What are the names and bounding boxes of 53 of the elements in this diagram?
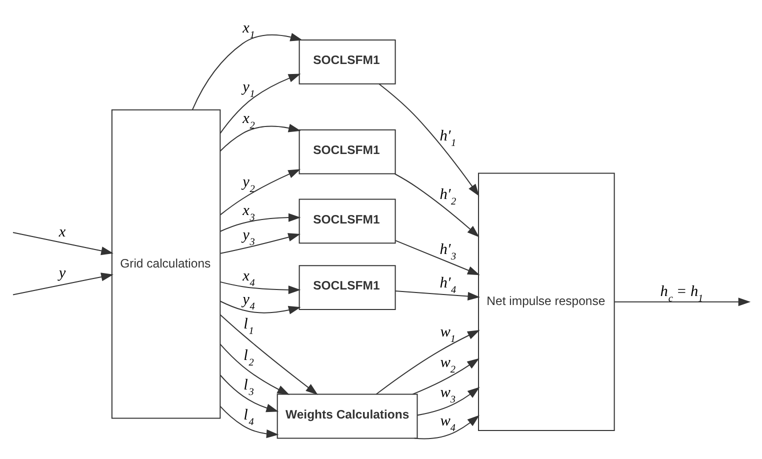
arrow — [614, 297, 751, 306]
edge-label: h′$_{2}$ — [440, 185, 456, 207]
edge-label: l$_{1}$ — [244, 314, 254, 336]
edge-label: l$_{3}$ — [244, 376, 254, 398]
edge-label: x$_{2}$ — [242, 110, 255, 132]
node-box: Net impulse response — [478, 172, 615, 431]
arrow — [417, 386, 480, 416]
node-box: Weights Calculations — [276, 393, 418, 438]
edge-label: w$_{1}$ — [440, 323, 456, 345]
node-box: SOCLSFM1 — [298, 128, 396, 174]
arrow — [376, 329, 480, 394]
arrow — [12, 231, 114, 255]
edge-label: l$_{4}$ — [244, 406, 254, 428]
arrow — [220, 405, 279, 438]
edge-label: h′$_{4}$ — [440, 274, 456, 296]
edge-label: h$_{c}$ = h$_{1}$ — [660, 282, 704, 304]
arrow — [220, 212, 301, 232]
edge-label: h′$_{3}$ — [440, 240, 456, 262]
edge-label: x$_{4}$ — [242, 266, 255, 288]
edge-label: y$_{2}$ — [242, 173, 255, 194]
edge-label: x — [58, 223, 66, 240]
arrow — [394, 172, 480, 237]
edge-label: y$_{1}$ — [242, 78, 255, 100]
arrow — [396, 290, 480, 300]
edge-label: w$_{4}$ — [440, 412, 456, 434]
edge-label: y$_{4}$ — [242, 290, 255, 312]
arrow — [220, 300, 301, 314]
arrow — [220, 168, 301, 215]
arrow — [220, 232, 300, 254]
arrow — [220, 73, 301, 133]
edge-label: l$_{2}$ — [244, 346, 254, 368]
node-box: SOCLSFM1 — [298, 38, 396, 84]
edge-label: x$_{3}$ — [242, 202, 255, 224]
arrow — [220, 123, 301, 152]
arrow — [220, 374, 279, 412]
edge-label: h′$_{1}$ — [440, 127, 456, 149]
arrow — [378, 83, 480, 196]
edge-label: w$_{2}$ — [440, 354, 456, 376]
arrow — [220, 280, 301, 294]
arrow — [192, 32, 303, 110]
arrow — [414, 414, 480, 439]
node-box: Grid calculations — [111, 108, 221, 418]
edge-label: w$_{3}$ — [440, 383, 456, 405]
node-box: SOCLSFM1 — [298, 198, 396, 244]
node-box: SOCLSFM1 — [298, 264, 396, 310]
edge-label: y$_{3}$ — [242, 226, 255, 248]
arrow — [220, 343, 290, 394]
arrow — [12, 272, 114, 295]
arrow — [395, 240, 480, 275]
edge-label: y — [58, 264, 66, 281]
arrow — [412, 358, 480, 394]
arrow — [220, 314, 318, 394]
edge-label: x$_{1}$ — [242, 18, 255, 40]
